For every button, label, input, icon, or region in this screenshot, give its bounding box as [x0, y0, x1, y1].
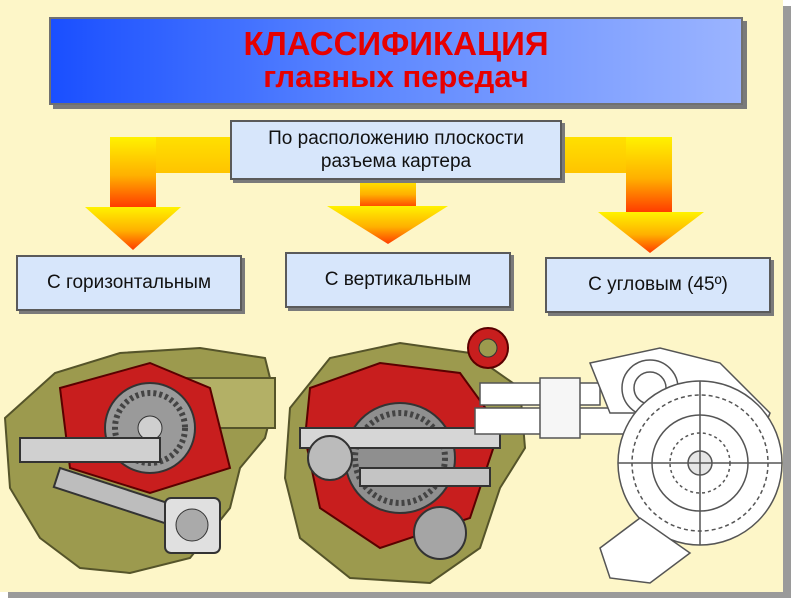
- criterion-line-1: По расположению плоскости: [268, 128, 524, 149]
- horizontal-split-gearbox-image: [3, 346, 277, 575]
- category-horizontal: С горизонтальным: [16, 255, 242, 311]
- category-angular: С угловым (45º): [545, 257, 771, 313]
- category-horizontal-label: С горизонтальным: [46, 272, 212, 293]
- vertical-split-gearbox-image: [283, 327, 527, 585]
- category-angular-label: С угловым (45º): [588, 274, 728, 295]
- flow-arrows: [85, 137, 704, 253]
- title-line-2: главных передач: [263, 59, 529, 94]
- title-banner: КЛАССИФИКАЦИЯ главных передач: [49, 17, 743, 105]
- category-vertical-label: С вертикальным: [324, 269, 472, 290]
- classification-criterion-box: По расположению плоскости разъема картер…: [230, 120, 562, 180]
- criterion-line-2: разъема картера: [320, 151, 472, 172]
- arrow-right: [560, 137, 704, 253]
- gearbox-illustrations: [3, 327, 783, 585]
- arrow-center: [327, 178, 448, 244]
- category-vertical: С вертикальным: [285, 252, 511, 308]
- arrow-left: [85, 137, 232, 250]
- angular-split-gearbox-drawing: [474, 347, 783, 584]
- title-line-1: КЛАССИФИКАЦИЯ: [243, 25, 549, 62]
- slide: КЛАССИФИКАЦИЯ главных передач: [0, 0, 783, 592]
